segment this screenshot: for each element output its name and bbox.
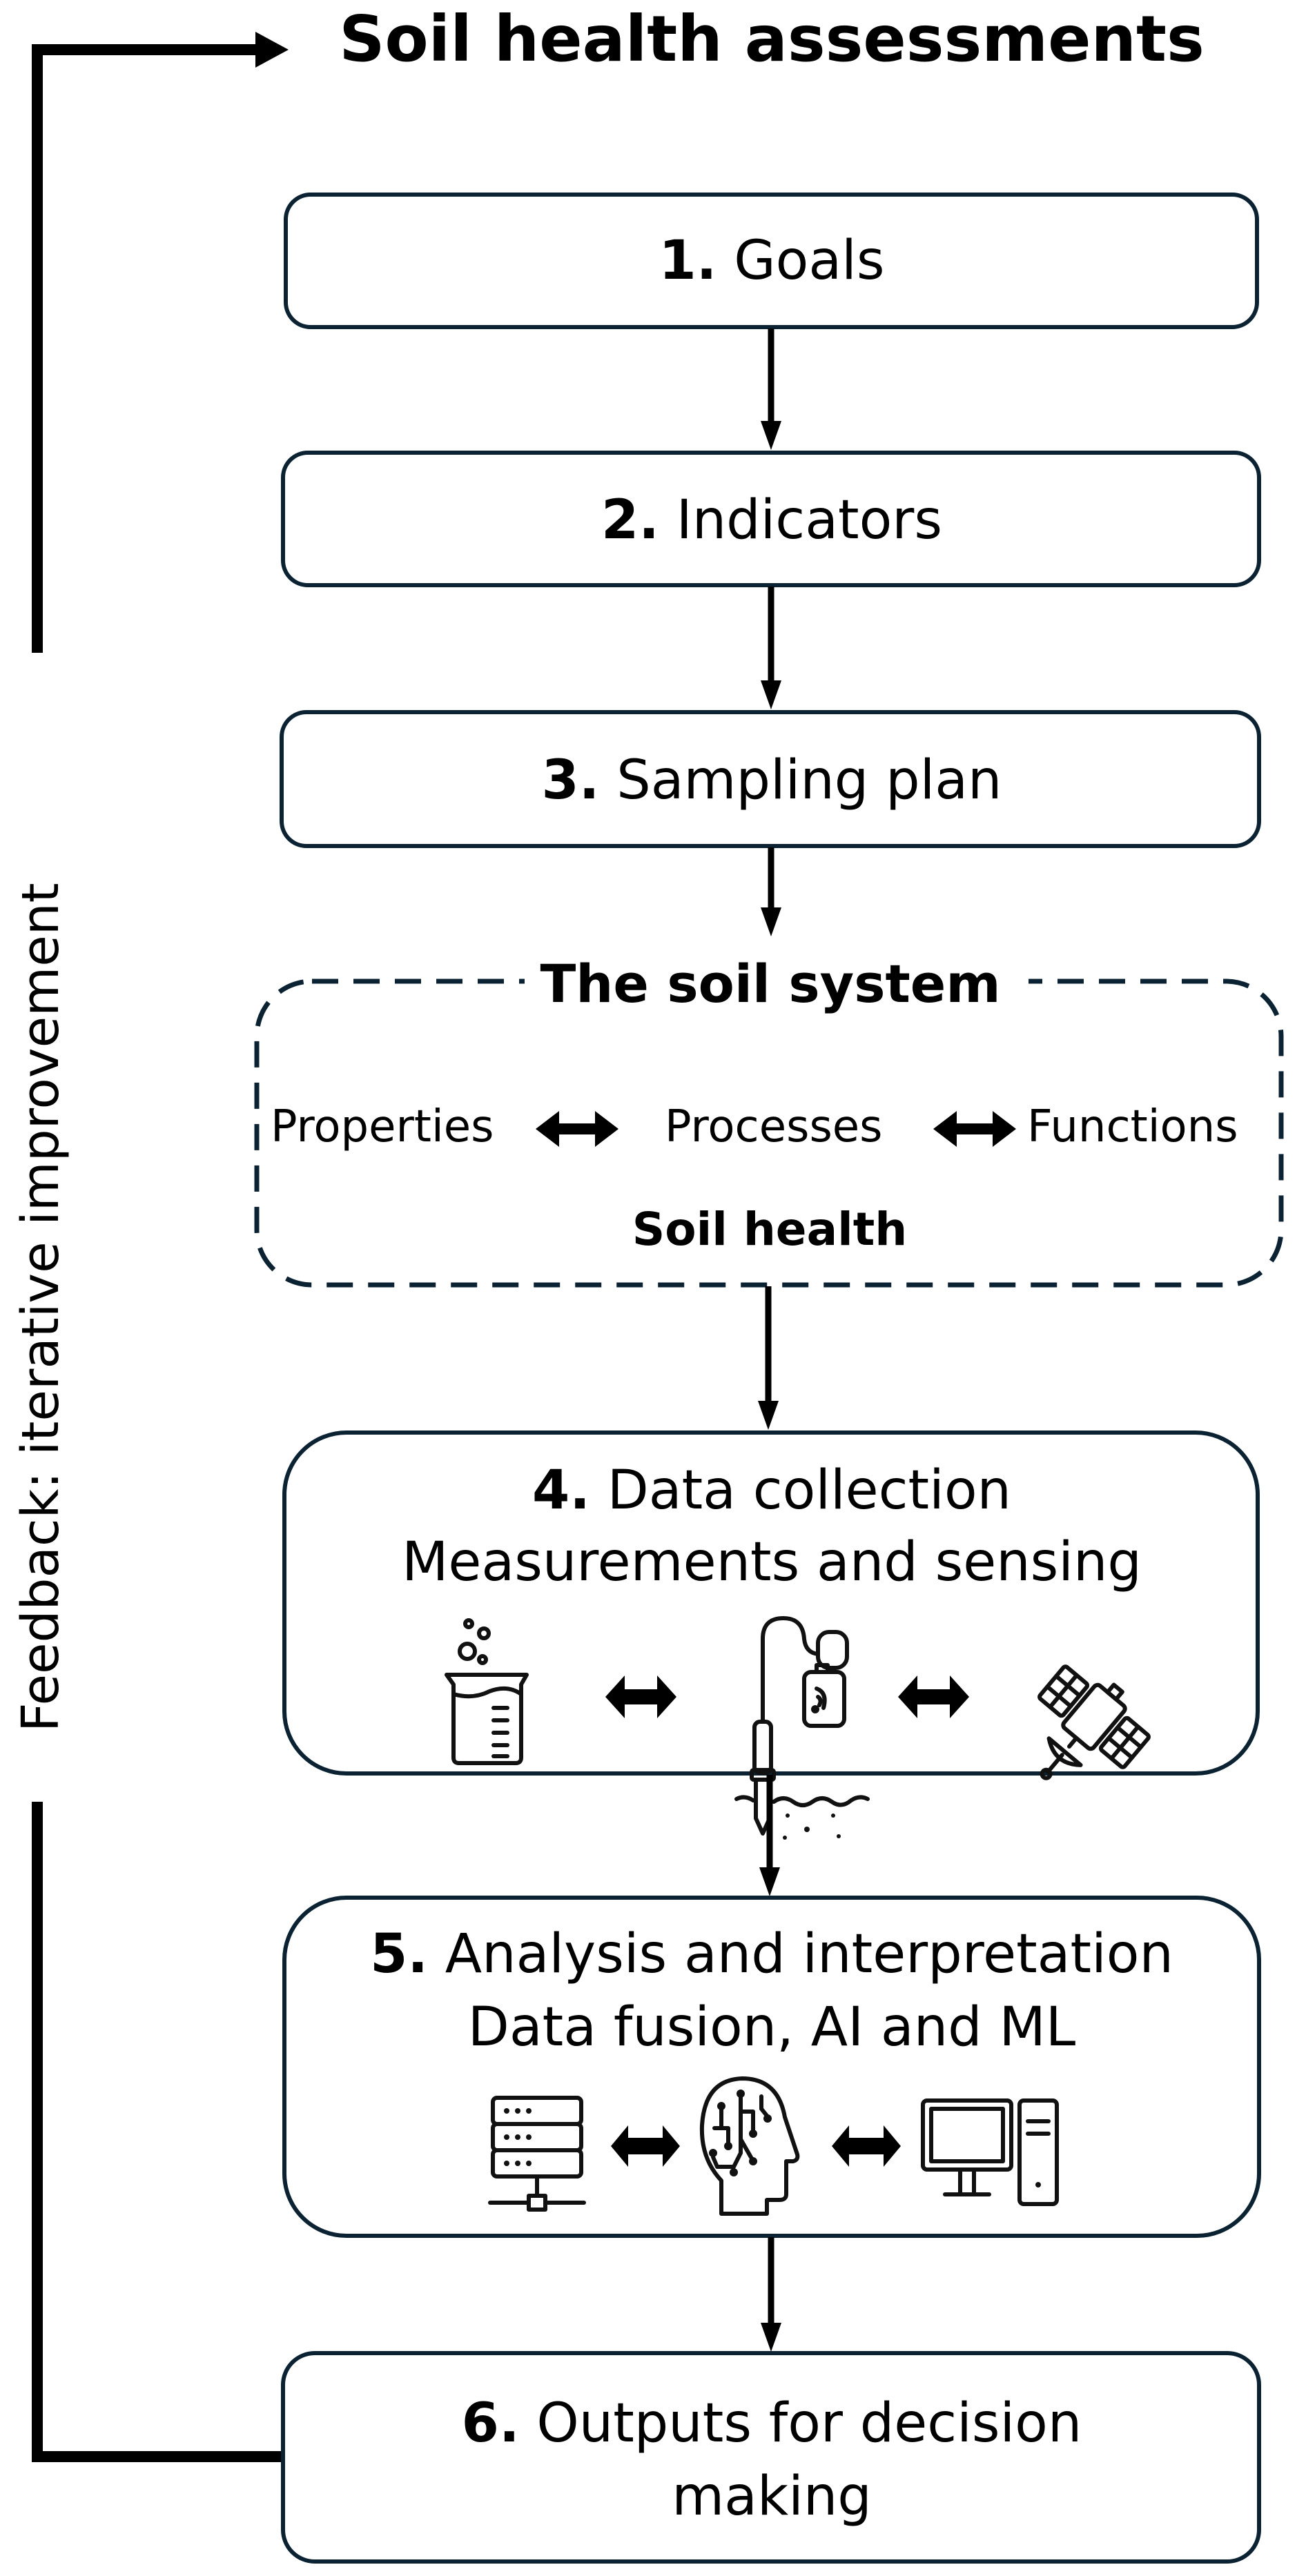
ai-brain-head-icon (699, 2076, 800, 2216)
step-1-goals-box[interactable]: 1. Goals (284, 193, 1259, 329)
server-database-icon (488, 2096, 586, 2212)
soil-system-container: The soil system Properties Processes Fun… (254, 952, 1284, 1288)
step-2-indicators-box[interactable]: 2. Indicators (281, 451, 1261, 587)
feedback-line-lower (32, 1802, 283, 2462)
lab-beaker-icon (445, 1618, 529, 1765)
step-5-subtitle: Data fusion, AI and ML (468, 1996, 1076, 2058)
feedback-loop-arrow (32, 32, 289, 2462)
arrowhead-soil-system-to-4 (758, 1401, 779, 1430)
step-2-number: 2. (601, 489, 659, 551)
step-3-number: 3. (541, 749, 599, 812)
step-6-outputs-box[interactable]: 6. Outputs for decision making (281, 2351, 1261, 2564)
page-title: Soil health assessments (339, 2, 1205, 76)
step-6-label-line2: making (672, 2466, 872, 2528)
soil-health-label: Soil health (632, 1203, 908, 1256)
double-arrow-properties-processes (536, 1111, 618, 1147)
desktop-computer-icon (921, 2098, 1059, 2206)
soil-system-properties: Properties (271, 1101, 494, 1152)
double-arrow-server-brain (611, 2125, 680, 2167)
soil-system-processes: Processes (665, 1101, 883, 1152)
step-6-label: Outputs for decision (536, 2392, 1082, 2455)
feedback-label: Feedback: iterative improvement (11, 883, 70, 1732)
svg-text:2. Indicators: 2. Indicators (601, 489, 942, 551)
step-1-label: Goals (734, 230, 884, 292)
step-3-label: Sampling plan (616, 749, 1002, 812)
arrowhead-3-to-soil-system (761, 907, 781, 936)
arrowhead-2-to-3 (761, 680, 781, 709)
step-4-number: 4. (532, 1459, 590, 1522)
step-4-data-collection-box[interactable]: 4. Data collection Measurements and sens… (282, 1430, 1260, 1840)
arrowhead-1-to-2 (761, 421, 781, 450)
svg-text:3. Sampling plan: 3. Sampling plan (541, 749, 1002, 812)
svg-text:4. Data collection: 4. Data collection (532, 1459, 1011, 1522)
step-4-label: Data collection (607, 1459, 1011, 1522)
arrowhead-4-to-5 (759, 1867, 780, 1896)
step-6-number: 6. (462, 2392, 520, 2455)
step-5-analysis-box[interactable]: 5. Analysis and interpretation Data fusi… (282, 1896, 1261, 2238)
step-5-number: 5. (370, 1923, 428, 1985)
step-1-number: 1. (659, 230, 717, 292)
svg-text:1. Goals: 1. Goals (659, 230, 885, 292)
feedback-arrowhead (255, 32, 289, 68)
arrowhead-5-to-6 (761, 2323, 781, 2352)
feedback-line-upper (32, 44, 255, 653)
double-arrow-beaker-sensor (605, 1675, 676, 1718)
svg-text:5. Analysis and interpre: 5. Analysis and interpretation (370, 1923, 1173, 1985)
double-arrow-sensor-satellite (898, 1675, 969, 1718)
double-arrow-processes-functions (933, 1111, 1016, 1147)
soil-system-title: The soil system (540, 953, 1000, 1014)
soil-system-functions: Functions (1027, 1101, 1238, 1152)
step-3-sampling-plan-box[interactable]: 3. Sampling plan (280, 710, 1261, 848)
step-2-label: Indicators (676, 489, 942, 551)
svg-text:6. Outputs for decision: 6. Outputs for decision (462, 2392, 1082, 2455)
step-4-subtitle: Measurements and sensing (402, 1531, 1142, 1593)
double-arrow-brain-computer (832, 2125, 901, 2167)
satellite-icon (1037, 1664, 1151, 1780)
soil-sensor-probe-icon (734, 1616, 870, 1840)
step-5-label: Analysis and interpretation (445, 1923, 1173, 1985)
